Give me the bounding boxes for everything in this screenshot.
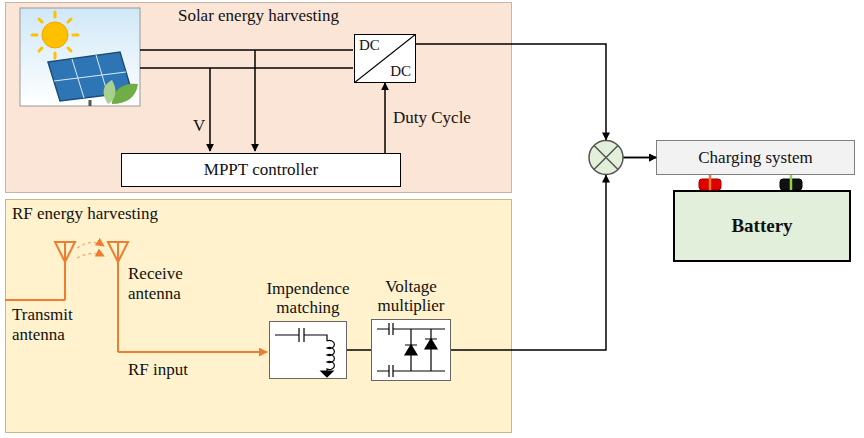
connector	[451, 158, 656, 351]
process-box: MPPT controller	[121, 153, 401, 187]
solar-panel-picture	[20, 8, 140, 106]
box-label: DC	[390, 63, 411, 80]
voltage-multiplier: Voltage multiplier	[371, 319, 451, 381]
signal-name: V	[193, 116, 213, 136]
part-name: Transmit antenna	[12, 305, 102, 344]
circuit-symbol	[371, 319, 451, 381]
box-label: MPPT controller	[204, 160, 318, 180]
battery-box: Battery	[673, 190, 851, 262]
box-label: Charging system	[698, 148, 812, 168]
matching-network: Impendence matching	[269, 321, 347, 379]
receive-antenna-symbol	[108, 242, 267, 352]
signal-name: RF input	[128, 360, 208, 380]
arrow-head	[602, 175, 610, 183]
connector	[416, 44, 656, 158]
connector	[384, 83, 386, 153]
box-label: DC	[359, 37, 380, 54]
block-heading: Voltage multiplier	[359, 277, 463, 316]
summing-junction	[589, 133, 623, 183]
signal-name: Duty Cycle	[393, 108, 471, 128]
wireless-link-arrows	[77, 242, 104, 258]
region-title: Solar energy harvesting	[6, 3, 511, 26]
connector	[790, 175, 793, 190]
connector	[709, 175, 712, 190]
panel-wires	[140, 50, 353, 151]
connector	[347, 349, 371, 351]
rf-region: RF energy harvestingImpendence matchingV…	[5, 199, 512, 433]
process-box: Charging system	[656, 140, 855, 175]
transmit-antenna-symbol	[5, 242, 75, 300]
part-name: Receive antenna	[128, 264, 214, 303]
block-heading: Impendence matching	[256, 279, 360, 318]
dc-dc-converter: DC DC	[354, 34, 416, 83]
region-title: RF energy harvesting	[6, 200, 511, 224]
box-label: Battery	[731, 215, 792, 237]
circuit-symbol	[269, 321, 347, 379]
arrow-head	[602, 133, 610, 141]
